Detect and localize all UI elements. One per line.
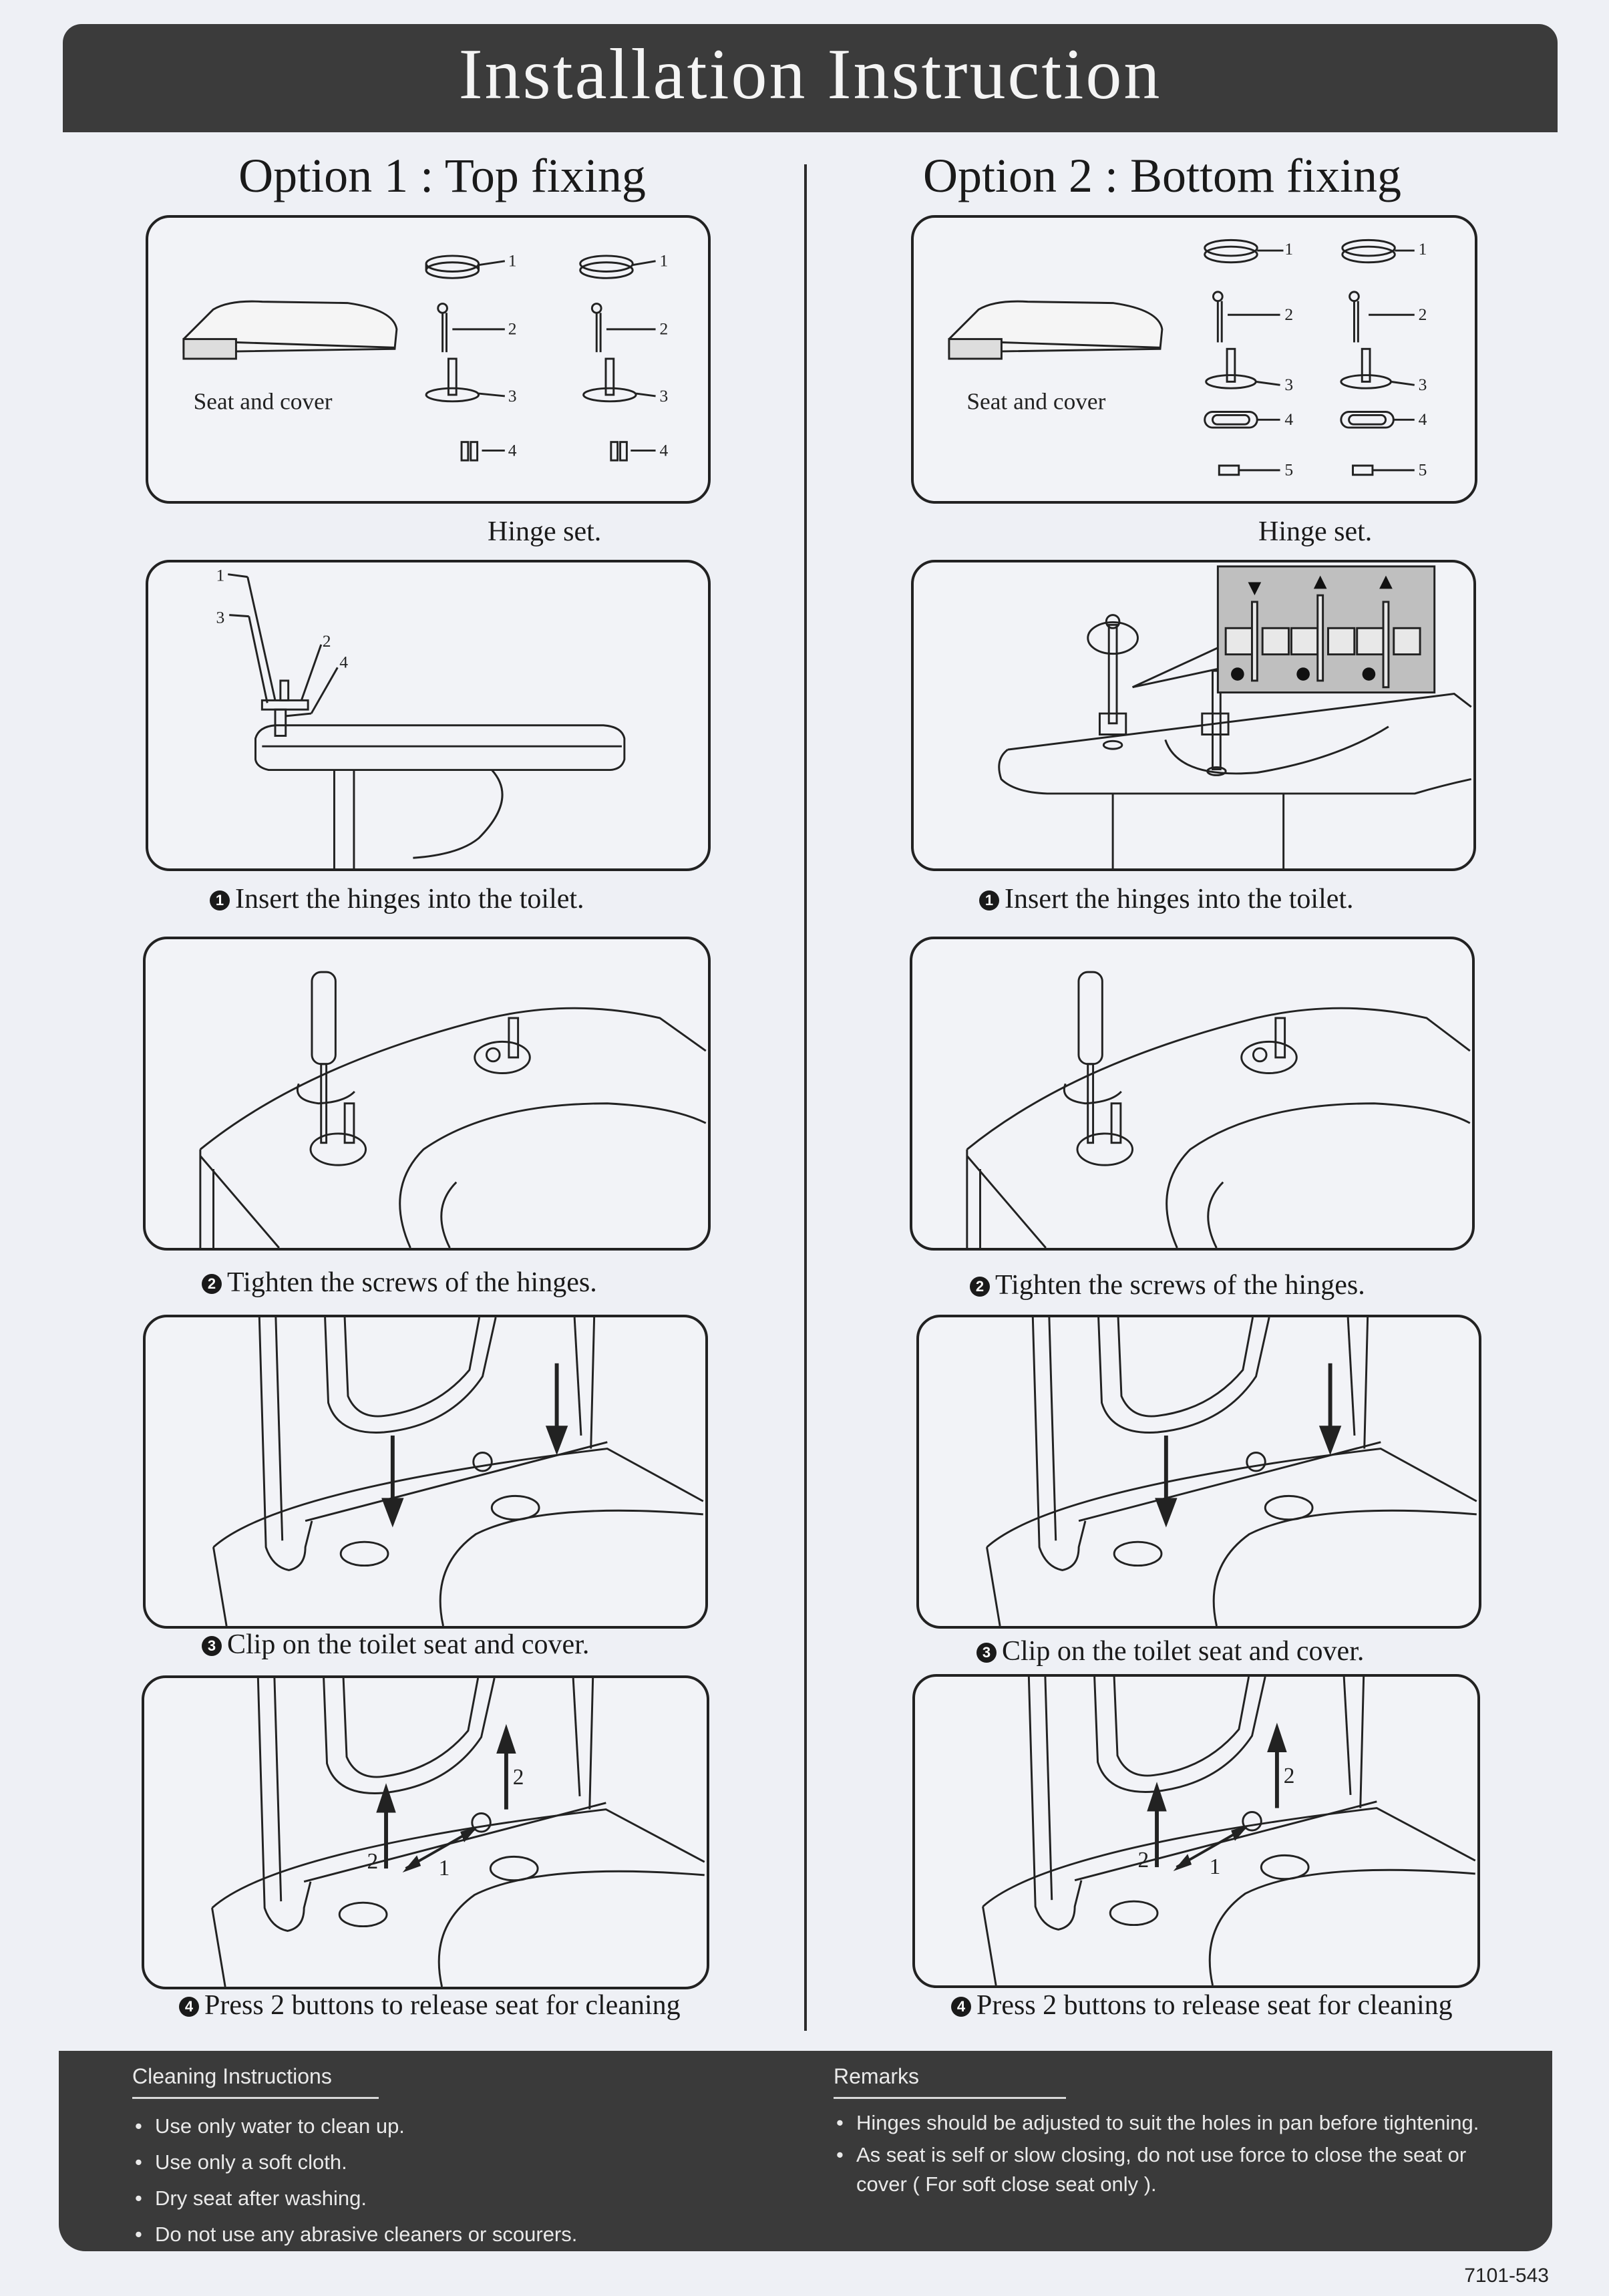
- option2-seat-label: Seat and cover: [966, 389, 1105, 415]
- option1-step4-panel: 2 2 1: [142, 1675, 709, 1989]
- option2-step3-panel: [916, 1315, 1481, 1629]
- svg-text:4: 4: [1419, 409, 1427, 429]
- svg-text:2: 2: [367, 1849, 379, 1874]
- footer-panel: Cleaning Instructions Use only water to …: [59, 2051, 1552, 2253]
- svg-text:2: 2: [659, 319, 668, 339]
- svg-text:3: 3: [508, 386, 517, 405]
- svg-text:4: 4: [659, 440, 668, 460]
- option1-step2-illustration: [199, 971, 707, 1248]
- svg-text:4: 4: [1284, 409, 1293, 429]
- svg-text:1: 1: [508, 251, 517, 271]
- option2-step4-illustration: 2 2 1: [982, 1677, 1476, 1985]
- option2-hinge-label: Hinge set.: [1258, 516, 1373, 547]
- option1-title: Option 1 : Top fixing: [238, 149, 646, 202]
- option1-parts-illustration: 1 2 3 4 1 2 3 4 Seat and cover: [182, 251, 668, 462]
- svg-text:1: 1: [1210, 1854, 1221, 1879]
- option1-step3-panel: [143, 1315, 708, 1629]
- remarks-heading: Remarks: [834, 2064, 1067, 2099]
- option1-step1-illustration: 1 3 2 4: [216, 566, 626, 868]
- svg-text:3: 3: [216, 607, 225, 627]
- list-item: Use only a soft cloth.: [132, 2144, 577, 2180]
- svg-text:2: 2: [513, 1765, 524, 1790]
- svg-text:2: 2: [1284, 1764, 1295, 1788]
- option2-step3-illustration: [986, 1317, 1477, 1626]
- svg-text:5: 5: [1419, 460, 1427, 480]
- option1-step4-illustration: 2 2 1: [211, 1678, 705, 1987]
- option2-step2-illustration: [966, 971, 1471, 1248]
- title-banner: Installation Instruction: [63, 24, 1558, 132]
- svg-text:1: 1: [659, 251, 668, 271]
- remarks: Remarks Hinges should be adjusted to sui…: [834, 2064, 1501, 2202]
- svg-text:2: 2: [1284, 305, 1293, 324]
- list-item: Hinges should be adjusted to suit the ho…: [834, 2108, 1501, 2138]
- document-code: 7101-543: [1464, 2265, 1549, 2287]
- option1-parts-panel: 1 2 3 4 1 2 3 4 Seat and cover: [146, 215, 711, 504]
- svg-text:2: 2: [1419, 305, 1427, 324]
- svg-text:1: 1: [439, 1856, 450, 1880]
- option2-title: Option 2 : Bottom fixing: [922, 149, 1402, 202]
- option1-step2-panel: [143, 937, 711, 1251]
- svg-text:2: 2: [1138, 1848, 1149, 1872]
- list-item: As seat is self or slow closing, do not …: [834, 2140, 1501, 2199]
- option1-step1-panel: 1 3 2 4: [146, 560, 711, 871]
- cleaning-instructions: Cleaning Instructions Use only water to …: [132, 2064, 577, 2253]
- page-title: Installation Instruction: [458, 35, 1162, 114]
- option2-parts-illustration: 1 2 3 4 5 1 2 3 4 5 Seat and cover: [948, 238, 1427, 480]
- svg-text:2: 2: [508, 319, 517, 339]
- option2-parts-panel: 1 2 3 4 5 1 2 3 4 5 Seat and cover: [911, 215, 1477, 504]
- svg-text:1: 1: [1419, 239, 1427, 259]
- svg-text:2: 2: [323, 631, 331, 651]
- svg-text:4: 4: [508, 440, 517, 460]
- svg-text:5: 5: [1284, 460, 1293, 480]
- svg-text:3: 3: [1284, 375, 1293, 394]
- cleaning-heading: Cleaning Instructions: [132, 2064, 379, 2099]
- option1-seat-label: Seat and cover: [194, 389, 333, 415]
- option1-hinge-label: Hinge set.: [488, 516, 602, 547]
- option2-step1-panel: [911, 560, 1476, 871]
- option2-step1-illustration: [998, 565, 1472, 868]
- svg-text:4: 4: [339, 652, 348, 671]
- list-item: Use only water to clean up.: [132, 2108, 577, 2144]
- list-item: Do not use any abrasive cleaners or scou…: [132, 2217, 577, 2253]
- svg-text:3: 3: [659, 386, 668, 405]
- option1-step3-illustration: [212, 1317, 704, 1626]
- column-divider: [804, 164, 807, 2031]
- svg-text:1: 1: [1284, 239, 1293, 259]
- list-item: Dry seat after washing.: [132, 2180, 577, 2217]
- option2-step2-panel: [910, 937, 1475, 1251]
- svg-text:1: 1: [216, 566, 225, 585]
- svg-text:3: 3: [1419, 375, 1427, 394]
- option2-step4-panel: 2 2 1: [912, 1674, 1480, 1988]
